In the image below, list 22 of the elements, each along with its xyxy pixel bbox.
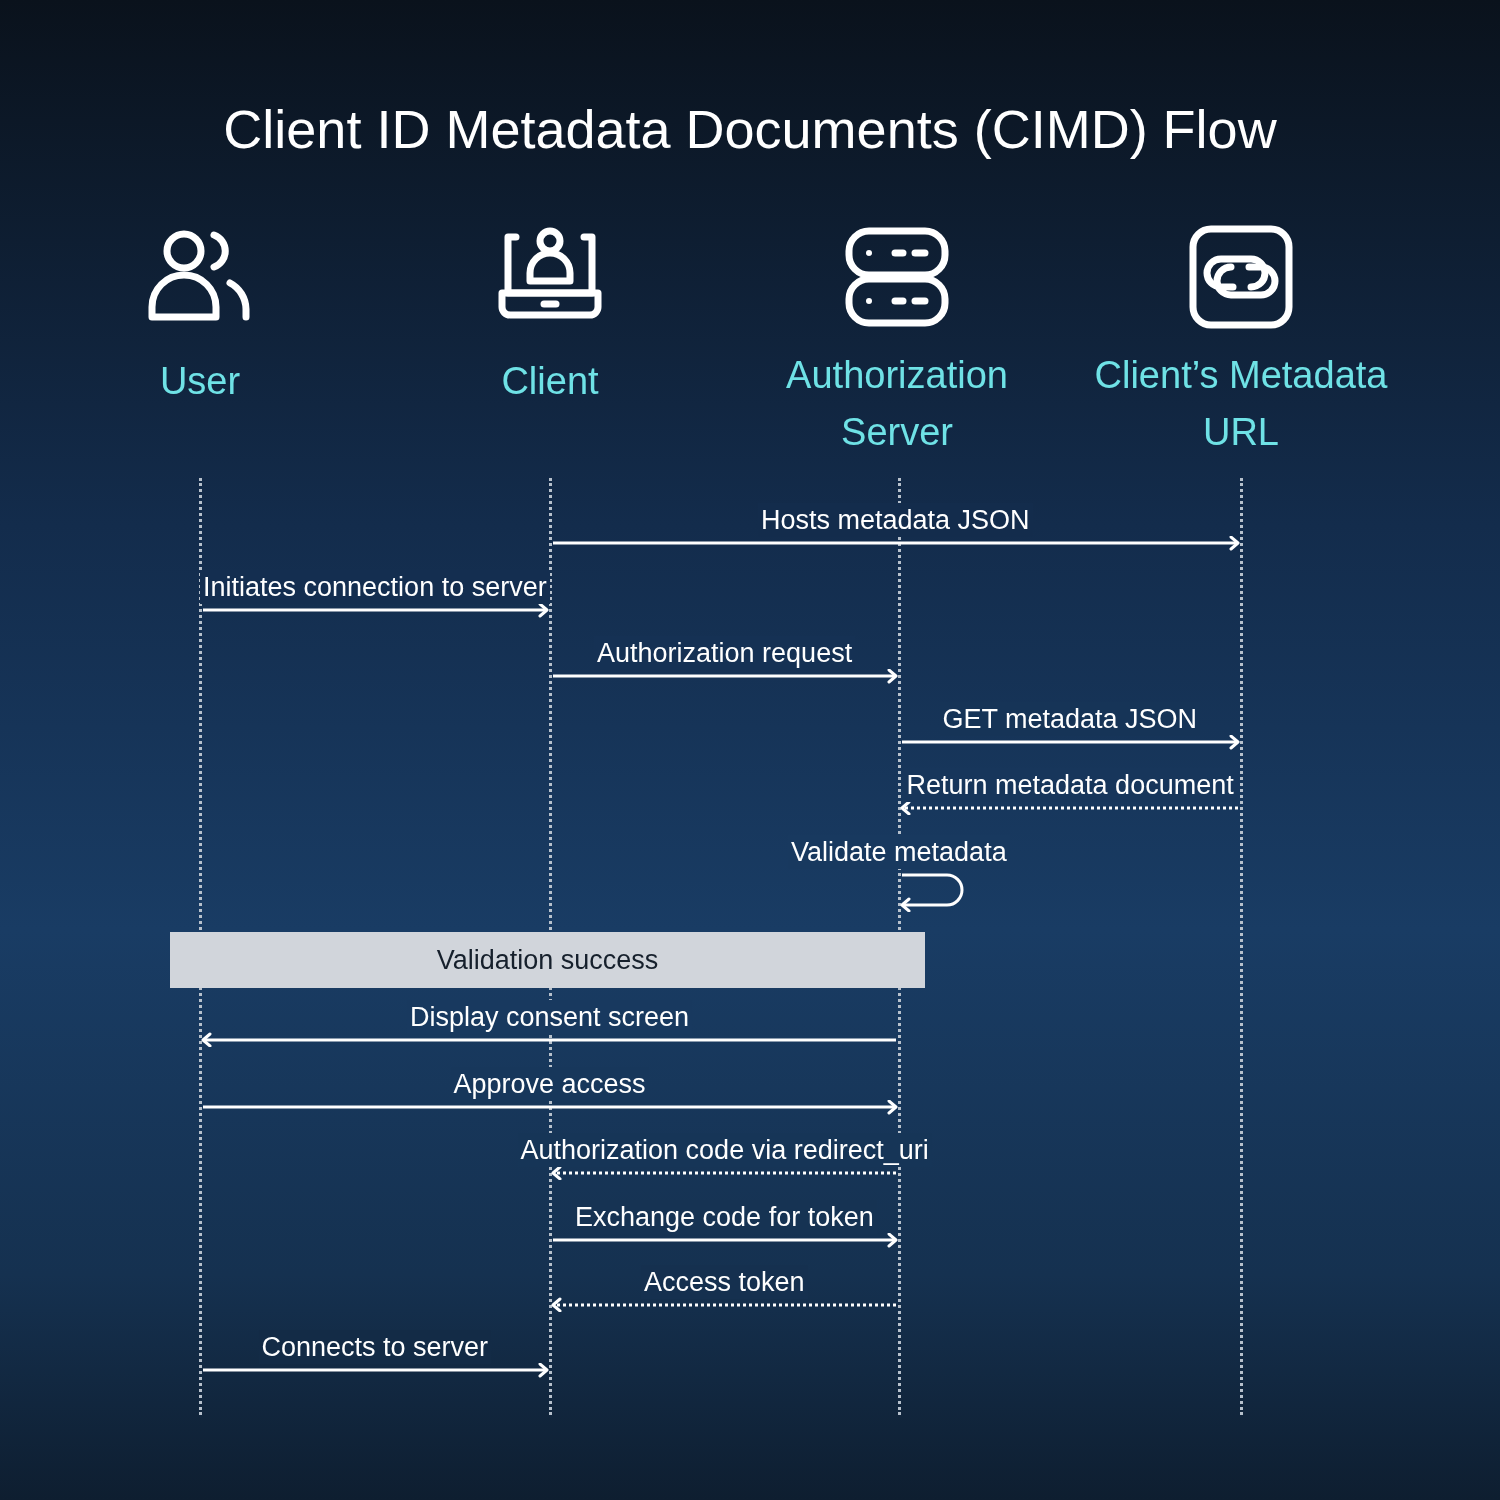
message-arrow [203,1099,898,1115]
participant-name: User [159,359,241,404]
message-arrow [900,800,1238,816]
edge-label: Validate metadata [788,835,1010,869]
message-arrow [553,668,898,684]
note-text: Validation success [436,944,659,976]
edge-label: Initiates connection to server [200,570,550,604]
participant-name: Client’s Metadata URL [1093,353,1389,455]
message-arrow [551,1297,896,1313]
message-arrow [553,1232,898,1248]
message-arrow [553,535,1240,551]
diagram-title: Client ID Metadata Documents (CIMD) Flow [222,98,1278,160]
participant-name: Client [501,359,599,404]
message-arrow [203,1362,549,1378]
message-arrow [203,602,549,618]
lifeline [1238,478,1244,1415]
message-arrow [900,873,964,913]
message-arrow [201,1032,896,1048]
message-arrow [902,734,1240,750]
note-bar [170,932,925,988]
participant-name: Authorization Server [785,353,1009,455]
message-arrow [551,1165,896,1181]
